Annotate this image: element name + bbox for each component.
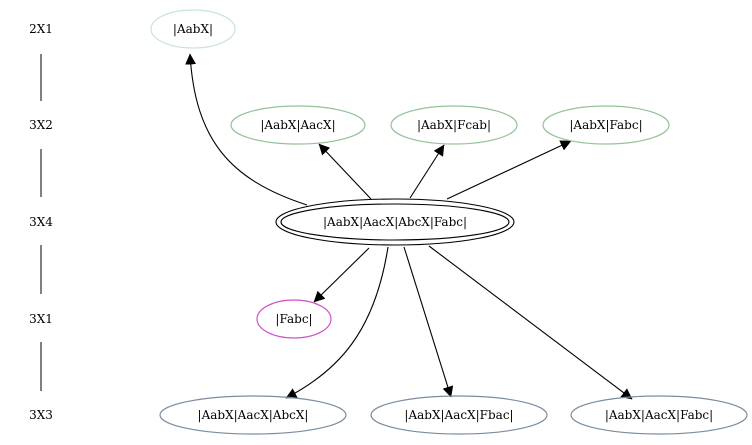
edge-n5-n3 bbox=[409, 144, 445, 199]
edge-n5-n6 bbox=[313, 247, 370, 303]
node-n6[interactable]: |Fabc| bbox=[256, 299, 332, 339]
node-shape bbox=[390, 105, 518, 145]
node-label: |AabX|Fabc| bbox=[569, 118, 642, 132]
rank-label-r4: 3X1 bbox=[29, 312, 53, 326]
node-label: |Fabc| bbox=[275, 312, 312, 326]
node-n8[interactable]: |AabX|AacX|Fbac| bbox=[370, 395, 548, 435]
node-shape bbox=[230, 105, 366, 145]
edge-n5-n7 bbox=[285, 246, 389, 399]
node-shape-outer bbox=[275, 198, 515, 246]
node-label: |AabX| bbox=[173, 22, 213, 36]
node-label: |AabX|AacX| bbox=[260, 118, 335, 132]
node-n2[interactable]: |AabX|AacX| bbox=[230, 105, 366, 145]
node-shape bbox=[256, 299, 332, 339]
node-shape bbox=[542, 105, 670, 145]
edge-n5-n1 bbox=[185, 53, 308, 206]
edge-n5-n9 bbox=[428, 245, 633, 400]
nodes: |AabX| |AabX|AacX| |AabX|Fcab| |AabX|Fab… bbox=[150, 9, 748, 435]
node-n9[interactable]: |AabX|AacX|Fabc| bbox=[570, 395, 748, 435]
node-label: |AabX|AacX|Fabc| bbox=[605, 408, 713, 422]
node-n7[interactable]: |AabX|AacX|AbcX| bbox=[159, 395, 347, 435]
node-shape bbox=[370, 395, 548, 435]
node-n3[interactable]: |AabX|Fcab| bbox=[390, 105, 518, 145]
edge-n5-n8 bbox=[403, 246, 454, 398]
rank-label-r1: 2X1 bbox=[29, 22, 53, 36]
node-shape-inner bbox=[280, 203, 510, 241]
rank-label-r5: 3X3 bbox=[29, 408, 53, 422]
rank-label-r3: 3X4 bbox=[29, 215, 53, 229]
node-label: |AabX|AacX|AbcX| bbox=[198, 408, 309, 422]
node-shape bbox=[150, 9, 236, 49]
node-shape bbox=[570, 395, 748, 435]
edge-n5-n2 bbox=[318, 143, 372, 200]
node-label: |AabX|Fcab| bbox=[417, 118, 491, 132]
edge-n5-n4 bbox=[446, 140, 572, 200]
rank-label-r2: 3X2 bbox=[29, 118, 53, 132]
rank-axis: 2X1 3X2 3X4 3X1 3X3 bbox=[29, 22, 53, 422]
node-label: |AabX|AacX|Fbac| bbox=[404, 408, 513, 422]
node-n5[interactable]: |AabX|AacX|AbcX|Fabc| bbox=[275, 198, 515, 246]
node-n4[interactable]: |AabX|Fabc| bbox=[542, 105, 670, 145]
node-n1[interactable]: |AabX| bbox=[150, 9, 236, 49]
node-shape bbox=[159, 395, 347, 435]
node-label: |AabX|AacX|AbcX|Fabc| bbox=[323, 215, 467, 229]
edges bbox=[185, 53, 633, 400]
